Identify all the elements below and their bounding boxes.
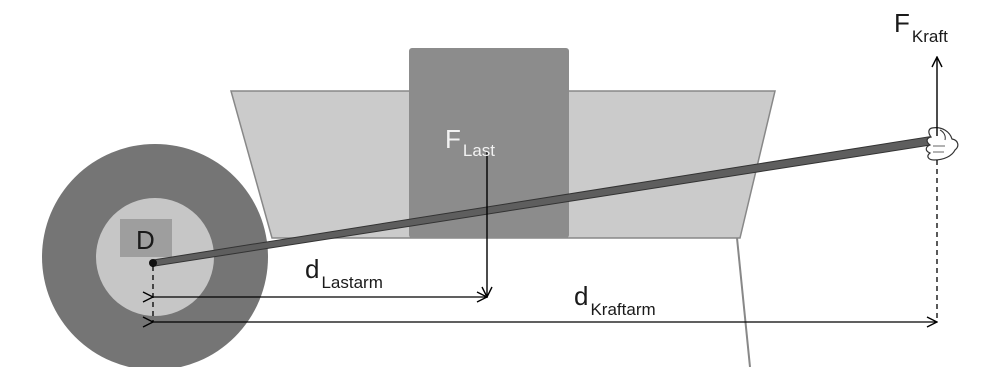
effort-arm-main: d: [574, 281, 588, 311]
pivot-point: [149, 259, 157, 267]
load-force-sub: Last: [463, 141, 495, 160]
load-arm-sub: Lastarm: [321, 273, 382, 292]
pivot-label: D: [136, 225, 155, 255]
hand-icon: [925, 127, 959, 161]
load-force-main: F: [445, 124, 461, 154]
effort-force-sub: Kraft: [912, 27, 948, 46]
effort-arm-sub: Kraftarm: [590, 300, 655, 319]
wheelbarrow-leg: [736, 237, 751, 367]
pivot-label-box: [120, 219, 172, 257]
load-arm-main: d: [305, 254, 319, 284]
load-block: [409, 48, 569, 238]
effort-force-main: F: [894, 8, 910, 38]
